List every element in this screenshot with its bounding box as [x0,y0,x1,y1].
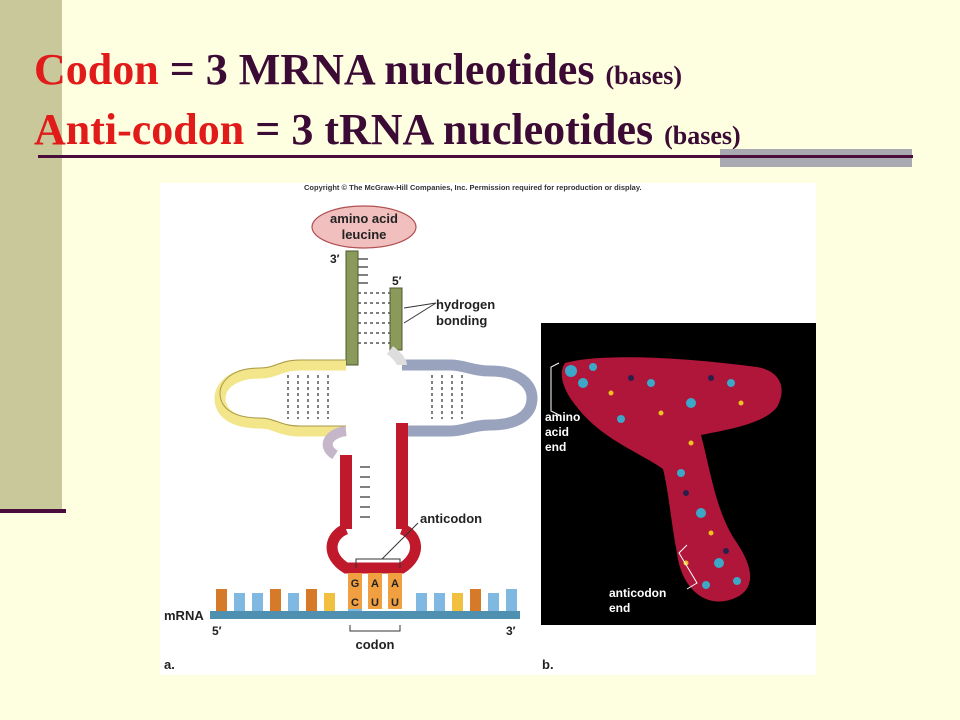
t-loop [402,359,538,437]
trna-space-filling-model: amino acid end anticodon end [541,323,816,625]
mrna-bases [216,589,517,611]
anticodon-term: Anti-codon [34,105,245,154]
codon-term: Codon [34,45,159,94]
anticodon-label: anticodon [420,511,482,526]
amino-acid-label-1: amino acid [330,211,398,226]
trna-diagram: amino acid leucine 3′ 5′ hydrogen bondin… [164,205,554,672]
mrna-five-prime: 5′ [212,624,222,638]
acceptor-stem-left [345,250,359,366]
five-prime-label: 5′ [392,274,402,288]
three-prime-label: 3′ [330,252,340,266]
amino-acid-label-2: leucine [342,227,387,242]
mrna-label: mRNA [164,608,204,623]
anticodon-end-label-1: anticodon [609,586,666,600]
codon-label: codon [356,637,395,652]
codon-definition: 3 MRNA nucleotides [205,45,595,94]
hydrogen-bonding-label-2: bonding [436,313,487,328]
variable-loop [322,426,347,460]
sidebar-accent [0,0,62,512]
amino-end-label-2: acid [545,425,569,439]
trna-3d-body [561,357,782,602]
copyright-notice: Copyright © The McGraw-Hill Companies, I… [304,183,642,192]
mrna-strand [210,611,520,619]
anticodon-definition: 3 tRNA nucleotides [291,105,654,154]
hydrogen-bonding-label-1: hydrogen [436,297,495,312]
title-underline [38,155,913,158]
acceptor-stem-right [389,287,403,351]
anticodon-end-label-2: end [609,601,630,615]
amino-acid-ellipse [311,205,417,249]
codon-base-3: U [391,597,399,609]
codon-base-2: U [371,597,379,609]
anticodon-base-2: A [371,578,379,590]
sidebar-accent-line [0,509,66,513]
codon-equals: = [169,45,195,94]
trna-figure: Copyright © The McGraw-Hill Companies, I… [160,183,816,675]
panel-a-label: a. [164,657,175,672]
d-loop [214,359,346,437]
title-line-codon: Codon = 3 MRNA nucleotides (bases) [34,44,682,95]
title-line-anticodon: Anti-codon = 3 tRNA nucleotides (bases) [34,104,741,155]
anticodon-stem-right [396,423,408,529]
anticodon-base-3: A [391,578,399,590]
anticodon-base-1: G [351,578,360,590]
amino-end-label-3: end [545,440,566,454]
anticodon-equals: = [255,105,281,154]
codon-note: (bases) [605,61,683,90]
anticodon-note: (bases) [664,121,741,150]
codon-base-1: C [351,597,359,609]
title-gray-bar [720,149,912,167]
mrna-three-prime: 3′ [506,624,516,638]
anticodon-stem-left [340,455,352,529]
amino-end-label-1: amino [545,410,580,424]
panel-b-label: b. [542,657,554,672]
anticodon-loop [326,523,421,574]
